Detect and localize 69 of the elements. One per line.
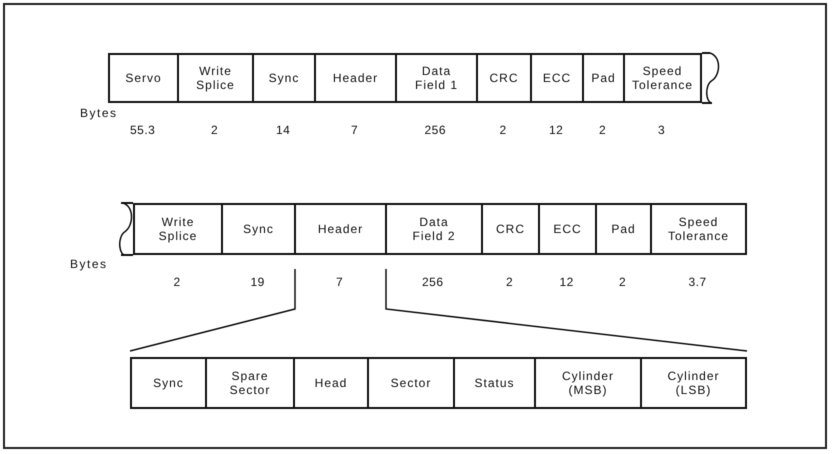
byte-count: 7: [336, 275, 344, 289]
field-box: [293, 357, 369, 409]
byte-count: 256: [422, 275, 444, 289]
field-name: ECC: [542, 71, 572, 85]
field-name: Servo: [125, 71, 162, 85]
field-box: [453, 357, 536, 409]
byte-count: 12: [560, 275, 574, 289]
field-name: Pad: [591, 71, 616, 85]
byte-count: 2: [211, 123, 218, 137]
field-name: Speed Tolerance: [630, 64, 694, 92]
field-box: [476, 53, 532, 103]
field-name: Speed Tolerance: [666, 215, 730, 243]
byte-count: 256: [424, 123, 446, 137]
field-name: Data Field 1: [414, 64, 460, 92]
byte-count: 7: [351, 123, 358, 137]
field-box: [314, 53, 397, 103]
field-box: [595, 203, 652, 255]
byte-count: 2: [174, 275, 181, 289]
field-box: [385, 203, 483, 255]
field-name: Head: [314, 376, 348, 390]
field-name: Pad: [611, 222, 636, 236]
field-box: [395, 53, 478, 103]
byte-count: 19: [250, 275, 265, 289]
field-name: Sync: [243, 222, 274, 236]
field-name: Data Field 2: [411, 215, 457, 243]
field-box: [623, 53, 702, 103]
field-name: CRC: [490, 71, 518, 85]
field-name: Header: [332, 71, 378, 85]
field-name: Write Splice: [158, 215, 198, 243]
field-box: [205, 357, 295, 409]
axis-caption: Bytes: [80, 106, 118, 120]
field-box: [294, 203, 387, 255]
field-name: CRC: [496, 222, 525, 236]
field-box: [108, 53, 179, 103]
field-name: ECC: [553, 222, 582, 236]
byte-count: 55.3: [130, 123, 156, 137]
field-name: Spare Sector: [228, 369, 272, 397]
field-box: [221, 203, 296, 255]
field-name: Header: [318, 222, 364, 236]
byte-count: 3: [658, 123, 666, 137]
byte-count: 2: [500, 123, 507, 137]
byte-count: 2: [599, 123, 606, 137]
field-name: Status: [474, 376, 515, 390]
field-name: Write Splice: [196, 64, 236, 92]
field-name: Sync: [268, 71, 300, 85]
byte-count: 3.7: [688, 275, 707, 289]
field-box: [582, 53, 625, 103]
byte-count: 2: [506, 275, 514, 289]
field-box: [530, 53, 584, 103]
field-name: Sector: [390, 376, 432, 390]
field-box: [130, 357, 207, 409]
field-box: [481, 203, 540, 255]
field-box: [640, 357, 747, 409]
expansion-line: [385, 269, 748, 352]
field-box: [367, 357, 455, 409]
field-box: [650, 203, 747, 255]
field-box: [534, 357, 642, 409]
expansion-line: [130, 269, 296, 352]
field-box: [177, 53, 254, 103]
byte-count: 12: [549, 123, 564, 137]
byte-count: 14: [276, 123, 290, 137]
field-box: [252, 53, 316, 103]
field-name: Cylinder (MSB): [560, 369, 615, 397]
field-box: [133, 203, 223, 255]
field-name: Cylinder (LSB): [666, 369, 720, 397]
field-box: [538, 203, 597, 255]
field-name: Sync: [153, 376, 184, 390]
axis-caption: Bytes: [70, 257, 108, 271]
byte-count: 2: [619, 275, 626, 289]
